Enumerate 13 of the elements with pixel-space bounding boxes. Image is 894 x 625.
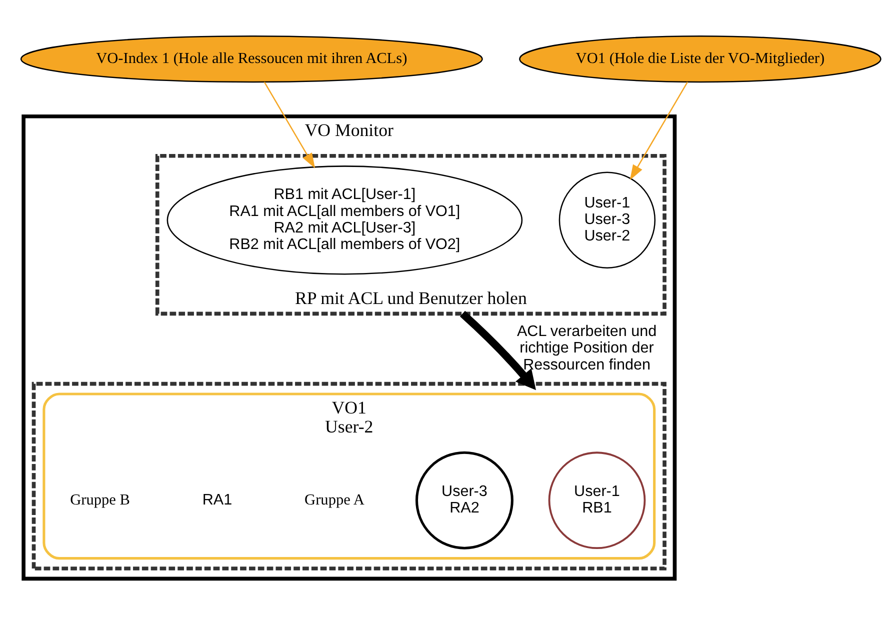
arrow (630, 82, 688, 180)
node-circle: User-3 RA2 (415, 451, 514, 550)
node-ellipse: VO1 (Hole die Liste der VO-Mitglieder) (519, 35, 882, 83)
node-circle: User-1 RB1 (548, 452, 646, 550)
label: RA1 (202, 491, 232, 508)
arrow (460, 310, 536, 390)
arrow (264, 82, 316, 168)
node-circle: User-1 User-3 User-2 (558, 172, 656, 268)
node-ellipse: VO-Index 1 (Hole alle Ressoucen mit ihren ACLs) (20, 35, 483, 83)
edge-label: ACL verarbeiten und richtige Position der Ressourcen finden (516, 323, 657, 374)
label: Gruppe A (304, 491, 364, 508)
node-ellipse: RB1 mit ACL[User-1] RA1 mit ACL[all members of VO1] RA2 mit ACL[User-3] RB2 mit ACL[all members of VO2] (166, 166, 523, 275)
label: Gruppe B (70, 491, 130, 508)
